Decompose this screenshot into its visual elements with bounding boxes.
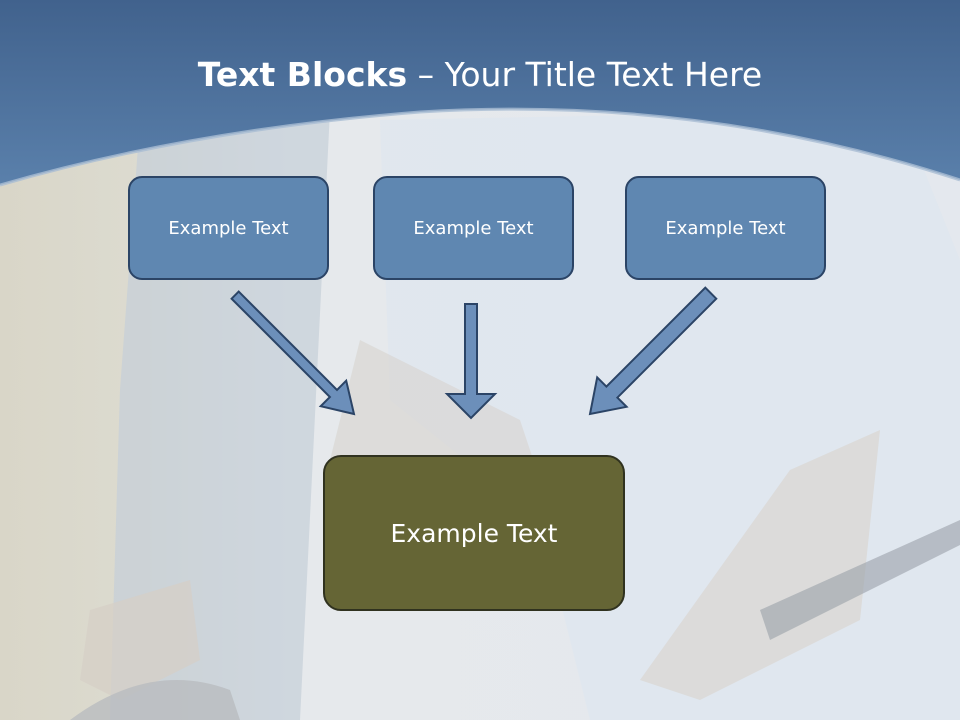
title-bold: Text Blocks: [197, 55, 408, 94]
arrow-left: [230, 290, 356, 416]
text-block-right-label: Example Text: [665, 217, 786, 239]
target-block[interactable]: Example Text: [323, 455, 625, 611]
text-block-center[interactable]: Example Text: [373, 176, 574, 280]
slide-title: Text Blocks – Your Title Text Here: [0, 52, 960, 98]
arrow-right: [588, 286, 718, 416]
header-band: [0, 0, 960, 185]
text-block-center-label: Example Text: [413, 217, 534, 239]
target-block-label: Example Text: [390, 518, 558, 548]
title-dash: –: [407, 55, 445, 94]
text-block-left[interactable]: Example Text: [128, 176, 329, 280]
arrow-center: [444, 303, 498, 420]
text-block-right[interactable]: Example Text: [625, 176, 826, 280]
text-block-left-label: Example Text: [168, 217, 289, 239]
title-text: Your Title Text Here: [444, 55, 763, 94]
